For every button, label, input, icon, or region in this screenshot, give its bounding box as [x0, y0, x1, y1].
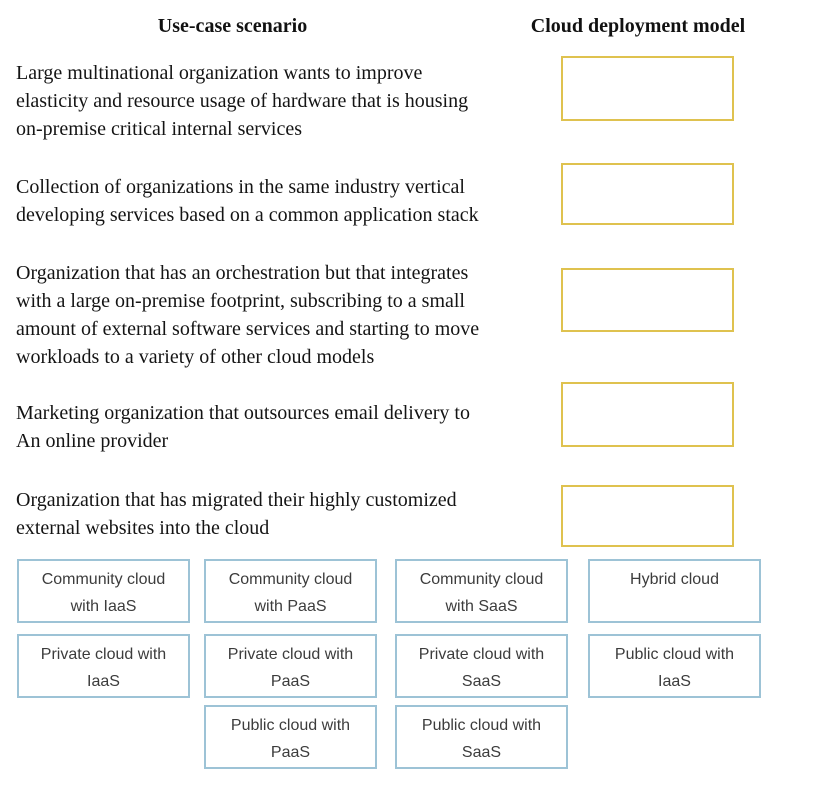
option-community-cloud-with-paas[interactable]: Community cloud with PaaS [204, 559, 377, 623]
option-label-line: Private cloud with [418, 646, 545, 663]
option-public-cloud-with-iaas[interactable]: Public cloud with IaaS [588, 634, 761, 698]
option-label-line: Public cloud with [614, 646, 735, 663]
option-label-line: Public cloud with [421, 717, 542, 734]
option-community-cloud-with-saas[interactable]: Community cloud with SaaS [395, 559, 568, 623]
option-label-line: SaaS [461, 744, 502, 761]
scenario-text-5: Organization that has migrated their hig… [16, 486, 536, 542]
scenario-text-3: Organization that has an orchestration b… [16, 259, 536, 371]
scenario-line: An online provider [16, 430, 169, 452]
scenario-text-1: Large multinational organization wants t… [16, 59, 536, 143]
model-dropzone-2[interactable] [561, 163, 734, 225]
option-label-line: with IaaS [70, 598, 137, 615]
scenario-text-2: Collection of organizations in the same … [16, 173, 536, 229]
column-header-usecase: Use-case scenario [157, 15, 308, 37]
scenario-line: Large multinational organization wants t… [16, 62, 423, 84]
option-label-line: SaaS [461, 673, 502, 690]
option-label-line [590, 593, 759, 620]
option-label-line: IaaS [658, 673, 691, 690]
scenario-line: developing services based on a common ap… [16, 204, 479, 226]
scenario-line: on-premise critical internal services [16, 118, 302, 140]
scenario-line: Organization that has an orchestration b… [16, 262, 469, 284]
option-public-cloud-with-paas[interactable]: Public cloud with PaaS [204, 705, 377, 769]
option-label-line: PaaS [270, 673, 311, 690]
scenario-line: amount of external software services and… [16, 318, 480, 340]
option-public-cloud-with-saas[interactable]: Public cloud with SaaS [395, 705, 568, 769]
option-label-line: Community cloud [228, 571, 353, 588]
scenario-line: Collection of organizations in the same … [16, 176, 465, 198]
scenario-line: external websites into the cloud [16, 517, 270, 539]
option-label-line: Private cloud with [40, 646, 167, 663]
scenario-line: Organization that has migrated their hig… [16, 489, 457, 511]
model-dropzone-4[interactable] [561, 382, 734, 447]
option-private-cloud-with-iaas[interactable]: Private cloud with IaaS [17, 634, 190, 698]
option-label-line: Community cloud [419, 571, 544, 588]
column-header-deployment-model: Cloud deployment model [530, 15, 746, 37]
scenario-line: elasticity and resource usage of hardwar… [16, 90, 469, 112]
scenario-text-4: Marketing organization that outsources e… [16, 399, 536, 455]
scenario-line: Marketing organization that outsources e… [16, 402, 470, 424]
option-label-line: with PaaS [254, 598, 327, 615]
option-label-line: Private cloud with [227, 646, 354, 663]
option-community-cloud-with-iaas[interactable]: Community cloud with IaaS [17, 559, 190, 623]
option-private-cloud-with-saas[interactable]: Private cloud with SaaS [395, 634, 568, 698]
option-label-line: Hybrid cloud [630, 571, 719, 588]
model-dropzone-5[interactable] [561, 485, 734, 547]
model-dropzone-1[interactable] [561, 56, 734, 121]
option-label-line: with SaaS [445, 598, 518, 615]
option-label-line: PaaS [270, 744, 311, 761]
scenario-line: workloads to a variety of other cloud mo… [16, 346, 375, 368]
scenario-line: with a large on-premise footprint, subsc… [16, 290, 465, 312]
option-label-line: IaaS [87, 673, 120, 690]
model-dropzone-3[interactable] [561, 268, 734, 332]
option-label-line: Community cloud [41, 571, 166, 588]
option-hybrid-cloud[interactable]: Hybrid cloud [588, 559, 761, 623]
option-private-cloud-with-paas[interactable]: Private cloud with PaaS [204, 634, 377, 698]
option-label-line: Public cloud with [230, 717, 351, 734]
